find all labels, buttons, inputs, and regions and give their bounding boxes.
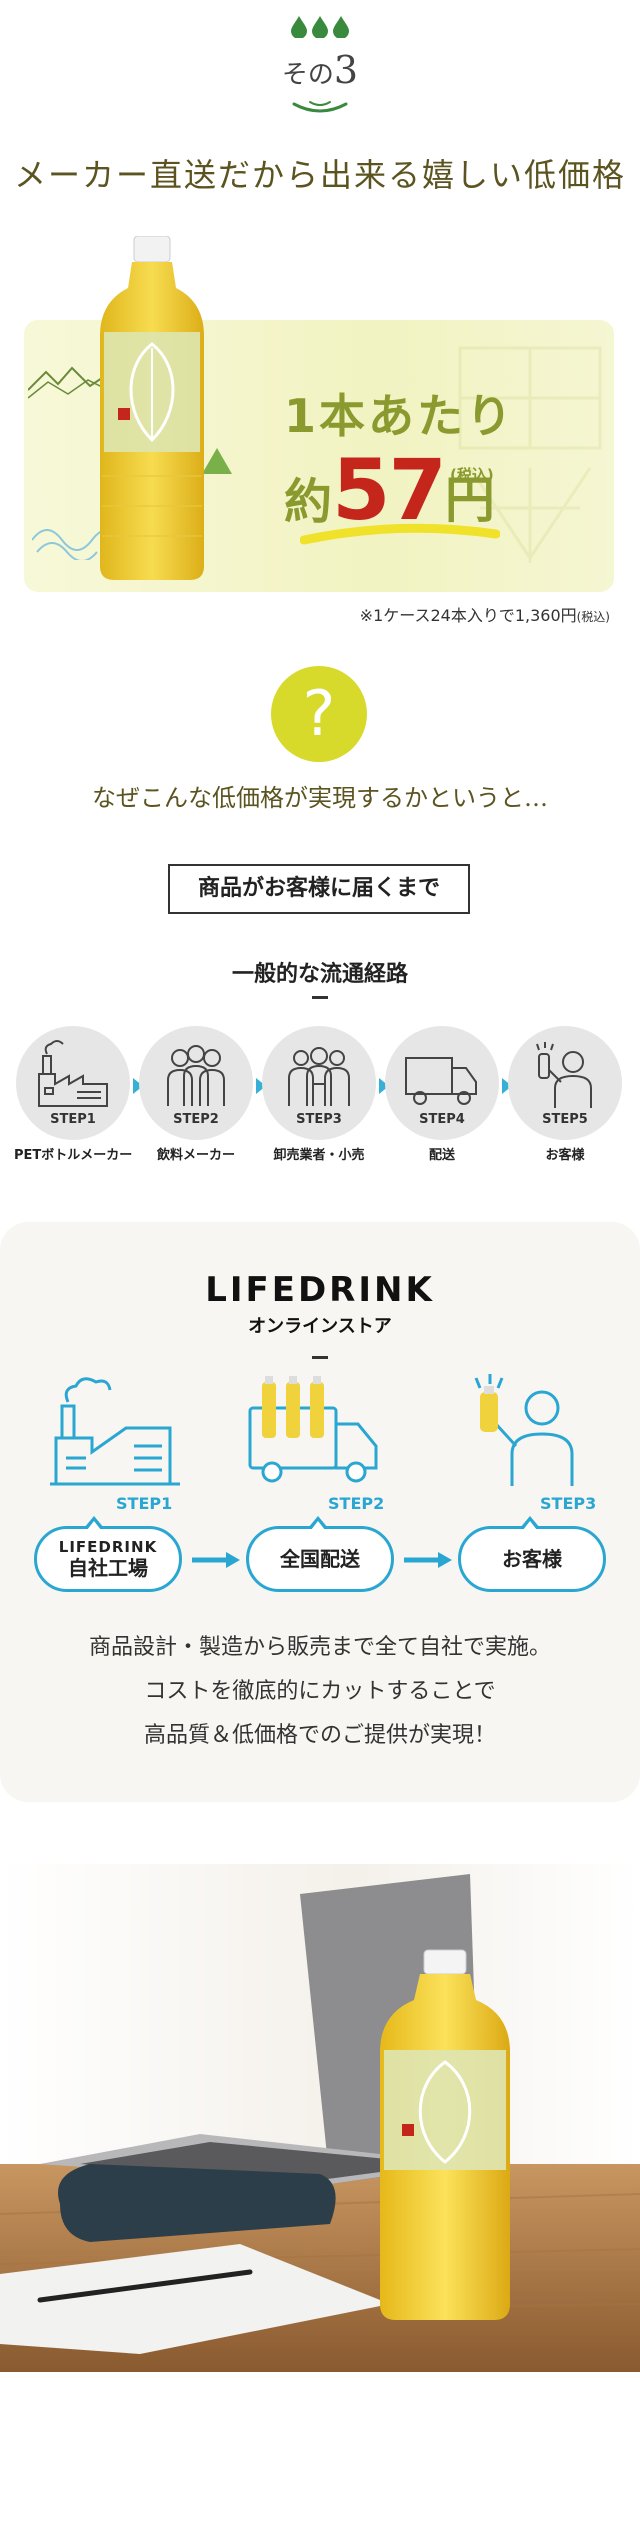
pill-label: 自社工場 [68,1556,148,1580]
pill-label: 全国配送 [280,1547,360,1571]
flow-step-label: STEP2 [173,1112,219,1127]
price-tax-label: (税込) [450,466,494,484]
flow-step-2: STEP2 飲料メーカー [137,1026,255,1163]
customer-icon [536,1042,592,1108]
flow-circle [508,1026,622,1140]
pill-notch-inner [523,1521,537,1530]
workers-icon [167,1045,225,1106]
title-divider [312,1356,328,1359]
delivery-box-title: 商品がお客様に届くまで [168,864,470,914]
customer-with-bottle-icon [474,1374,574,1486]
delivery-truck-icon [248,1376,378,1483]
flow-circle [16,1026,130,1140]
flow-circle [385,1026,499,1140]
lifedrink-step-label: STEP1 [116,1494,173,1513]
description-line: 高品質＆低価格でのご提供が実現！ [143,1723,496,1748]
ripple-decoration-icon [292,101,348,113]
flow-arrow-icon [256,1078,266,1094]
flow-step-3: STEP3 卸売業者・小売 [260,1026,378,1163]
flow-step-label: STEP3 [296,1112,342,1127]
staff-icon [288,1047,350,1106]
flow-arrow-icon [379,1078,389,1094]
flow-step-label: STEP5 [542,1112,588,1127]
arrow-right-icon [404,1552,452,1568]
lifedrink-logo: LIFEDRINK [205,1270,435,1310]
own-factory-icon [50,1377,180,1486]
flow-step-1: STEP1 PETボトルメーカー [14,1026,132,1163]
flow-step-name: PETボトルメーカー [14,1148,133,1163]
price-note-main: ※1ケース24本入りで1,360円 [359,606,577,625]
tea-bottle-image [100,236,204,580]
truck-icon [405,1057,477,1105]
flow-arrow-icon [133,1078,143,1094]
lifedrink-panel [0,1222,640,1802]
flow-circle [262,1026,376,1140]
description-line: 商品設計・製造から販売まで全て自社で実施。 [88,1635,551,1660]
price-prefix: 約 [284,474,333,530]
mountain-decoration-icon [28,366,108,399]
pill-label: お客様 [502,1547,562,1571]
yellow-underline-decoration [300,523,500,545]
general-flow: STEP1 PETボトルメーカー STEP2 飲料メーカー [14,1026,626,1176]
section-label: その3 [0,48,640,92]
step-pill-customer: お客様 [458,1526,606,1592]
lifedrink-step-label: STEP2 [328,1494,385,1513]
arrow-right-icon [192,1552,240,1568]
flow-circle [139,1026,253,1140]
step-pill-own-factory: LIFEDRINK 自社工場 [34,1526,182,1592]
flow-step-label: STEP4 [419,1112,465,1127]
step-pill-delivery: 全国配送 [246,1526,394,1592]
pill-notch-inner [311,1521,325,1530]
description-line: コストを徹底的にカットすることで [144,1679,496,1704]
flow-step-name: 配送 [428,1148,455,1163]
factory-icon [38,1040,108,1107]
pill-brand: LIFEDRINK [58,1538,158,1556]
title-divider [312,996,328,999]
pill-notch-inner [87,1521,101,1530]
question-mark-icon: ? [271,666,367,762]
flow-step-name: 飲料メーカー [156,1148,235,1163]
lifedrink-subtitle: オンラインストア [248,1316,392,1337]
price-note-tax: (税込) [576,610,610,624]
tea-drops-icon [0,14,640,42]
triangle-decoration-icon [202,448,232,474]
flow-step-4: STEP4 配送 [383,1026,501,1163]
section-headline: メーカー直送だから出来る嬉しい低価格 [13,156,626,194]
general-distribution-title: 一般的な流通経路 [231,962,408,987]
tea-kanji-watermark-icon [458,346,602,563]
why-heading: なぜこんな低価格が実現するかというと… [92,784,548,812]
desk-with-tea-photo [0,1864,640,2372]
price-unit: 円 [444,471,495,529]
flow-arrow-icon [502,1078,512,1094]
flow-step-name: お客様 [545,1148,585,1163]
section-label-number: 3 [333,48,359,92]
lifedrink-step-label: STEP3 [540,1494,597,1513]
price-value: 約57円 (税込) [284,448,495,532]
price-per-bottle-label: 1本あたり [284,389,516,443]
flow-step-5: STEP5 お客様 [506,1026,624,1163]
price-note: ※1ケース24本入りで1,360円(税込) [360,602,610,626]
lifedrink-description: 商品設計・製造から販売まで全て自社で実施。 コストを徹底的にカットすることで 高… [0,1626,640,1758]
section-label-prefix: その [281,60,334,90]
price-amount: 57 [332,441,447,539]
flow-step-name: 卸売業者・小売 [273,1148,365,1163]
flow-step-label: STEP1 [50,1112,96,1127]
